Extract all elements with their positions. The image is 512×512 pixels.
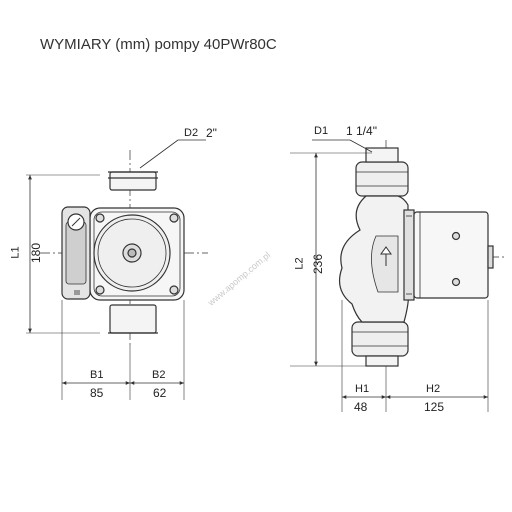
l2-value: 236 xyxy=(311,253,326,275)
h2-value: 125 xyxy=(424,400,445,414)
d1-value: 1 1/4" xyxy=(346,124,377,138)
b1-label: B1 xyxy=(90,369,104,381)
l1-value: 180 xyxy=(29,242,44,264)
d2-label: D2 xyxy=(184,127,199,139)
l1-label: L1 xyxy=(9,246,22,259)
side-view xyxy=(290,139,505,412)
screw xyxy=(169,213,179,223)
side-motor xyxy=(413,211,489,299)
d2-value: 2" xyxy=(206,126,217,140)
screw xyxy=(169,285,179,295)
side-bottom-nut xyxy=(351,321,409,357)
d2-leader xyxy=(139,139,179,169)
side-top-nut xyxy=(355,161,409,197)
front-top-port xyxy=(109,171,157,191)
screw xyxy=(95,285,105,295)
side-flange xyxy=(403,209,415,301)
drawing-title: WYMIARY (mm) pompy 40PWr80C xyxy=(40,36,277,53)
l2-label: L2 xyxy=(293,257,306,270)
front-view xyxy=(26,139,208,400)
flow-arrow-icon xyxy=(380,246,392,266)
screw xyxy=(95,213,105,223)
b2-value: 62 xyxy=(153,386,167,400)
front-bottom-port xyxy=(109,304,157,334)
h1-label: H1 xyxy=(355,383,370,395)
h2-label: H2 xyxy=(426,383,441,395)
h1-value: 48 xyxy=(354,400,368,414)
d1-label: D1 xyxy=(314,125,329,137)
b2-label: B2 xyxy=(152,369,166,381)
b1-value: 85 xyxy=(90,386,104,400)
